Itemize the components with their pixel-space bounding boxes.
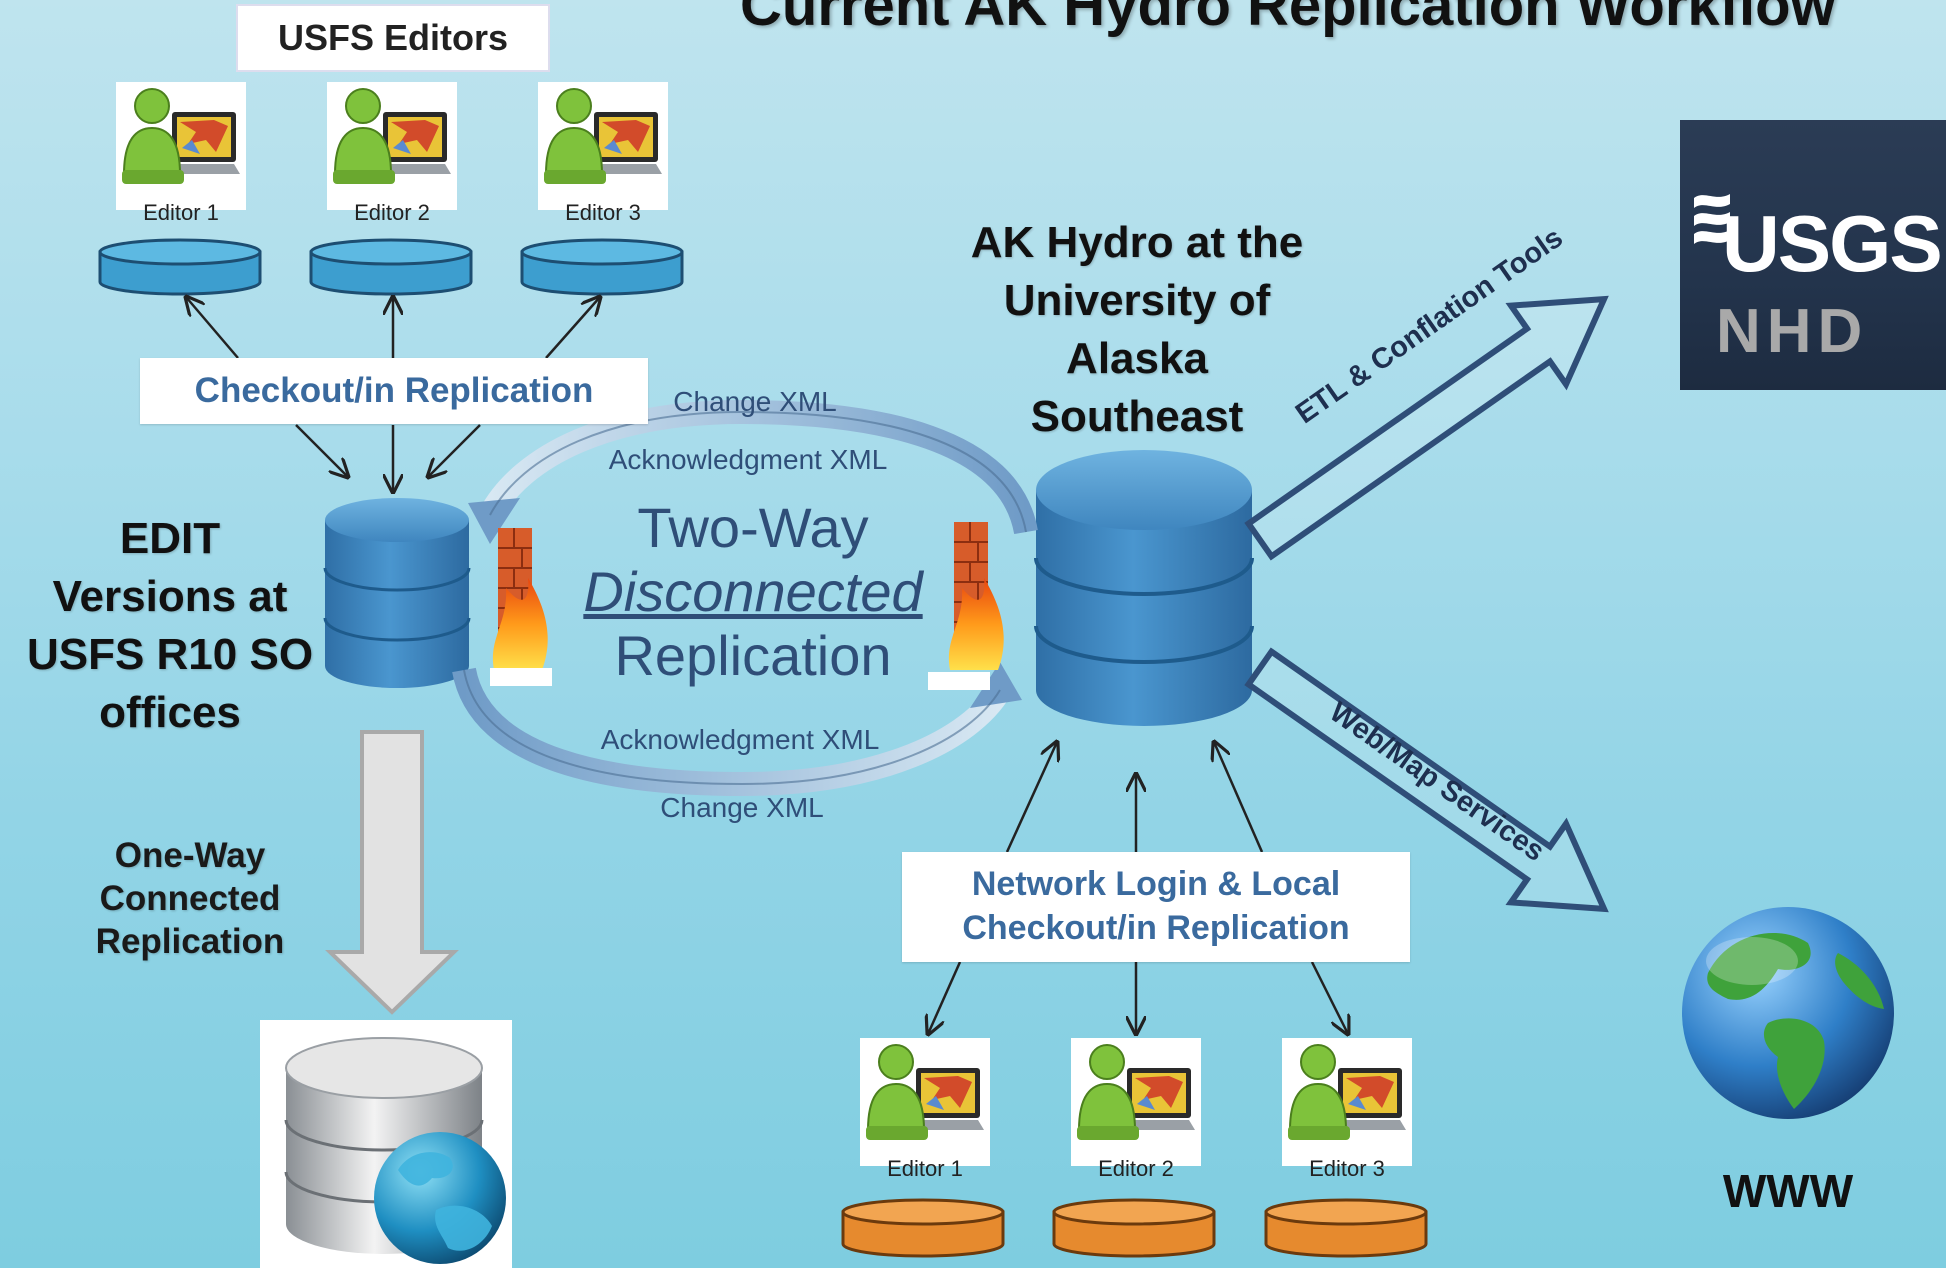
edit-versions-line-1: EDIT <box>119 514 221 563</box>
top-editor-label-3: Editor 3 <box>565 200 641 225</box>
person-computer-icon <box>115 81 247 211</box>
bottom-editor-label-3: Editor 3 <box>1309 1156 1385 1181</box>
ack-xml-bottom-label: Acknowledgment XML <box>600 724 880 755</box>
nhd-text: NHD <box>1716 297 1869 366</box>
top-editor-label-1: Editor 1 <box>143 200 219 225</box>
bottom-editor-label-1: Editor 1 <box>887 1156 963 1181</box>
usfs-editors-label: USFS Editors <box>236 4 550 72</box>
bottom-replica-disks <box>841 1198 1428 1258</box>
ak-hydro-database-icon <box>1034 450 1254 726</box>
top-replica-disks <box>98 238 684 296</box>
edit-database-icon <box>323 498 471 688</box>
etl-arrow <box>1244 295 1609 561</box>
network-login-label: Network Login & Local Checkout/in Replic… <box>902 852 1410 962</box>
top-replication-arrows <box>186 297 600 492</box>
person-computer-icon <box>326 81 458 211</box>
one-way-label: One-Way Connected Replication <box>70 834 310 963</box>
edit-versions-line-3: USFS R10 SO <box>26 630 314 679</box>
ak-hydro-line-1: AK Hydro at the <box>970 218 1304 267</box>
one-way-line-2: Connected <box>99 879 281 918</box>
person-computer-icon <box>1070 1037 1202 1167</box>
diagram-title: Current AK Hydro Replication Workflow <box>740 0 1836 38</box>
edit-versions-line-2: Versions at <box>52 572 288 621</box>
network-login-line-2: Checkout/in Replication <box>962 909 1350 947</box>
one-way-line-1: One-Way <box>114 836 266 875</box>
firewall-icon <box>490 528 552 686</box>
www-label: WWW <box>1722 1165 1854 1217</box>
ak-hydro-line-2: University of <box>1003 276 1271 325</box>
network-login-line-1: Network Login & Local <box>971 865 1341 903</box>
two-way-cycle-arrows <box>452 399 1038 797</box>
ack-xml-top-label: Acknowledgment XML <box>608 444 888 475</box>
ak-hydro-label: AK Hydro at the University of Alaska Sou… <box>930 214 1344 446</box>
two-way-line-3: Replication <box>614 624 892 687</box>
one-way-line-3: Replication <box>95 922 285 961</box>
one-way-down-arrow <box>325 730 459 1015</box>
edit-versions-line-4: offices <box>99 688 241 737</box>
change-xml-top-label: Change XML <box>673 386 837 417</box>
ak-hydro-line-4: Southeast <box>1030 392 1244 441</box>
person-computer-icon <box>859 1037 991 1167</box>
change-xml-bottom-label: Change XML <box>660 792 824 823</box>
two-way-line-2: Disconnected <box>583 560 923 623</box>
usgs-mark-icon <box>1694 190 1730 250</box>
globe-icon <box>1682 907 1894 1119</box>
checkout-replication-label: Checkout/in Replication <box>140 358 648 424</box>
web-map-arrow <box>1244 647 1609 913</box>
person-computer-icon <box>1281 1037 1413 1167</box>
top-editor-label-2: Editor 2 <box>354 200 430 225</box>
firewall-icon <box>928 522 1004 690</box>
two-way-label: Two-Way Disconnected Replication <box>560 496 946 688</box>
two-way-line-1: Two-Way <box>637 496 869 559</box>
usgs-text: USGS <box>1722 199 1943 288</box>
bottom-replication-arrows <box>928 742 1348 1034</box>
ak-hydro-line-3: Alaska <box>1066 334 1208 383</box>
edit-versions-label: EDIT Versions at USFS R10 SO offices <box>10 510 330 742</box>
usgs-nhd-logo: USGS NHD <box>1680 120 1946 390</box>
web-database-icon <box>260 1020 512 1268</box>
bottom-editor-label-2: Editor 2 <box>1098 1156 1174 1181</box>
person-computer-icon <box>537 81 669 211</box>
